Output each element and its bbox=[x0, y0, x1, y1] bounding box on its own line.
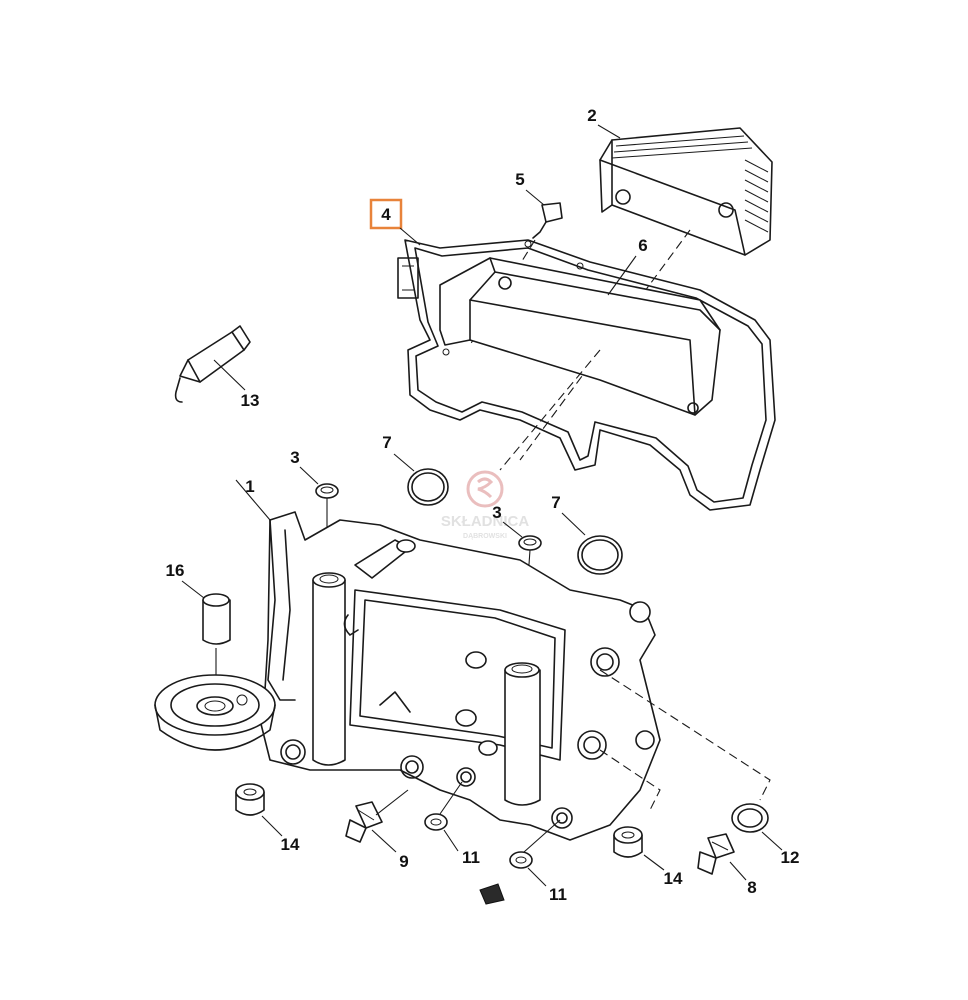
part-washer-11b bbox=[509, 819, 561, 869]
callout-11a: 11 bbox=[462, 848, 480, 867]
callout-7a: 7 bbox=[382, 433, 391, 452]
part-sealant-tube bbox=[174, 325, 251, 403]
callout-14a: 14 bbox=[281, 835, 300, 854]
callout-14b: 14 bbox=[664, 869, 683, 888]
part-bolt-bottom bbox=[479, 883, 505, 905]
callout-13: 13 bbox=[241, 391, 260, 410]
part-plug-14-right bbox=[613, 826, 643, 858]
callout-5: 5 bbox=[515, 170, 524, 189]
part-plug-14-left bbox=[235, 783, 265, 816]
part-bolt-8 bbox=[697, 833, 735, 875]
callout-4-highlight-box bbox=[369, 198, 403, 230]
callout-16: 16 bbox=[166, 561, 185, 580]
part-main-housing bbox=[154, 511, 661, 841]
part-washer-12 bbox=[731, 803, 769, 833]
part-gasket-4 bbox=[397, 239, 776, 511]
part-housing-cover bbox=[439, 257, 721, 471]
part-o-ring-upper bbox=[407, 468, 449, 506]
watermark-name: SKŁADNICA bbox=[441, 513, 529, 530]
part-bolt-9 bbox=[345, 789, 409, 843]
callout-7b: 7 bbox=[551, 493, 560, 512]
callout-9: 9 bbox=[399, 852, 408, 871]
callout-12: 12 bbox=[781, 848, 800, 867]
callout-3a: 3 bbox=[290, 448, 299, 467]
assembly-lines bbox=[235, 479, 771, 811]
callout-11b: 11 bbox=[549, 885, 567, 904]
callout-8: 8 bbox=[747, 878, 756, 897]
callouts: 1 2 3 3 4 5 6 7 7 8 9 11 11 bbox=[166, 106, 800, 904]
part-o-ring-lower bbox=[577, 535, 623, 575]
callout-4: 4 bbox=[381, 205, 391, 224]
watermark-logo: SKŁADNICA DĄBROWSKI bbox=[441, 470, 529, 540]
callout-3b: 3 bbox=[492, 503, 501, 522]
watermark-sub: DĄBROWSKI bbox=[463, 533, 507, 540]
part-bolt bbox=[469, 202, 563, 346]
callout-2: 2 bbox=[587, 106, 596, 125]
callout-1: 1 bbox=[245, 477, 254, 496]
part-sleeve bbox=[202, 593, 231, 700]
part-washer-11a bbox=[424, 781, 463, 831]
callout-6: 6 bbox=[638, 236, 647, 255]
